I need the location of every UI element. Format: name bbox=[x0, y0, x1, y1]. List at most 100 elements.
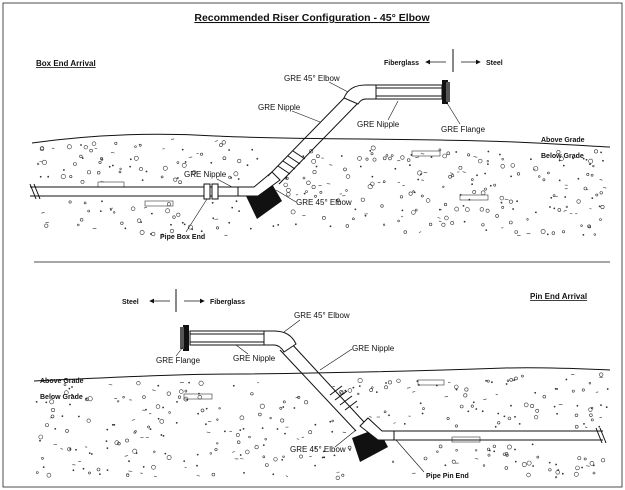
soil-speckle bbox=[403, 230, 407, 234]
soil-speckle bbox=[533, 415, 539, 420]
soil-speckle bbox=[72, 469, 75, 472]
soil-speckle bbox=[554, 476, 558, 479]
top-grade-line bbox=[31, 133, 611, 148]
soil-speckle bbox=[133, 155, 139, 161]
soil-speckle bbox=[583, 186, 588, 191]
soil-speckle bbox=[153, 450, 156, 453]
soil-speckle bbox=[188, 381, 191, 384]
soil-speckle bbox=[415, 156, 420, 159]
bottom-flange bbox=[180, 325, 189, 351]
soil-speckle bbox=[564, 187, 568, 190]
soil-speckle bbox=[125, 438, 129, 443]
soil-speckle bbox=[497, 412, 500, 415]
soil-speckle bbox=[331, 419, 334, 423]
soil-speckle bbox=[248, 435, 251, 439]
soil-speckle bbox=[303, 192, 306, 195]
soil-speckle bbox=[446, 151, 451, 156]
soil-speckle bbox=[492, 444, 497, 448]
soil-speckle bbox=[39, 439, 41, 442]
soil-speckle bbox=[357, 156, 362, 161]
bottom-upper-run bbox=[189, 330, 297, 353]
soil-speckle bbox=[419, 402, 422, 405]
soil-speckle bbox=[235, 200, 238, 203]
soil-speckle bbox=[504, 466, 508, 470]
soil-speckle bbox=[282, 406, 285, 408]
soil-speckle bbox=[245, 449, 250, 455]
soil-speckle bbox=[232, 384, 235, 387]
soil-speckle bbox=[490, 381, 493, 384]
soil-speckle bbox=[436, 450, 439, 453]
soil-speckle bbox=[367, 184, 373, 190]
soil-speckle bbox=[563, 210, 567, 212]
soil-speckle bbox=[382, 180, 386, 183]
soil-speckle bbox=[516, 200, 519, 203]
soil-speckle bbox=[360, 197, 365, 202]
soil-speckle bbox=[302, 155, 305, 158]
soil-speckle bbox=[538, 175, 541, 178]
soil-speckle bbox=[269, 417, 272, 420]
soil-speckle bbox=[371, 175, 374, 178]
soil-speckle bbox=[553, 405, 556, 408]
soil-speckle bbox=[106, 469, 109, 472]
soil-speckle bbox=[82, 467, 85, 470]
soil-speckle bbox=[599, 218, 602, 221]
soil-speckle bbox=[49, 399, 55, 405]
soil-speckle bbox=[63, 169, 65, 171]
soil-speckle bbox=[397, 219, 400, 223]
soil-speckle bbox=[223, 430, 226, 433]
soil-speckle bbox=[455, 388, 458, 391]
soil-speckle bbox=[60, 174, 66, 180]
soil-speckle bbox=[548, 461, 551, 464]
soil-speckle bbox=[369, 388, 373, 392]
soil-speckle bbox=[197, 395, 203, 400]
soil-speckle bbox=[216, 442, 219, 445]
soil-speckle bbox=[387, 380, 392, 385]
soil-speckle bbox=[81, 157, 84, 160]
soil-speckle bbox=[36, 162, 40, 165]
soil-speckle bbox=[489, 184, 492, 187]
soil-speckle bbox=[237, 178, 240, 180]
soil-speckle bbox=[69, 175, 73, 179]
soil-speckle bbox=[145, 408, 147, 411]
soil-speckle bbox=[254, 445, 259, 450]
soil-speckle bbox=[86, 418, 91, 423]
bottom-buried-pipe bbox=[392, 427, 607, 444]
soil-speckle bbox=[94, 147, 98, 150]
soil-speckle bbox=[383, 410, 387, 414]
soil-speckle bbox=[486, 379, 490, 383]
soil-speckle bbox=[216, 418, 219, 421]
soil-speckle bbox=[451, 459, 456, 464]
soil-speckle bbox=[39, 146, 45, 152]
soil-speckle bbox=[316, 154, 320, 158]
soil-speckle bbox=[198, 380, 204, 386]
soil-speckle bbox=[397, 160, 401, 162]
soil-speckle bbox=[69, 448, 72, 450]
soil-speckle bbox=[463, 220, 466, 223]
soil-speckle bbox=[459, 404, 464, 409]
soil-speckle bbox=[383, 223, 386, 226]
soil-speckle bbox=[284, 432, 286, 435]
soil-speckle bbox=[600, 205, 605, 210]
soil-speckle bbox=[425, 198, 431, 203]
soil-speckle bbox=[114, 141, 118, 145]
soil-speckle bbox=[176, 177, 179, 179]
soil-speckle bbox=[485, 208, 490, 213]
soil-speckle bbox=[411, 210, 416, 215]
soil-speckle bbox=[556, 412, 559, 415]
soil-speckle bbox=[117, 400, 120, 403]
bottom-lower-elbow bbox=[359, 417, 395, 441]
soil-speckle bbox=[419, 173, 422, 176]
soil-speckle bbox=[521, 374, 524, 378]
soil-speckle bbox=[589, 208, 592, 210]
soil-speckle bbox=[283, 182, 288, 188]
soil-speckle bbox=[183, 223, 186, 226]
soil-speckle bbox=[118, 170, 122, 174]
soil-speckle bbox=[179, 382, 184, 384]
soil-speckle bbox=[321, 215, 326, 220]
soil-speckle bbox=[159, 419, 165, 424]
soil-speckle bbox=[601, 458, 606, 463]
bottom-pipe-end-label: Pipe Pin End bbox=[426, 473, 469, 480]
soil-speckle bbox=[285, 176, 289, 180]
soil-speckle bbox=[589, 413, 593, 417]
soil-speckle bbox=[554, 387, 557, 390]
